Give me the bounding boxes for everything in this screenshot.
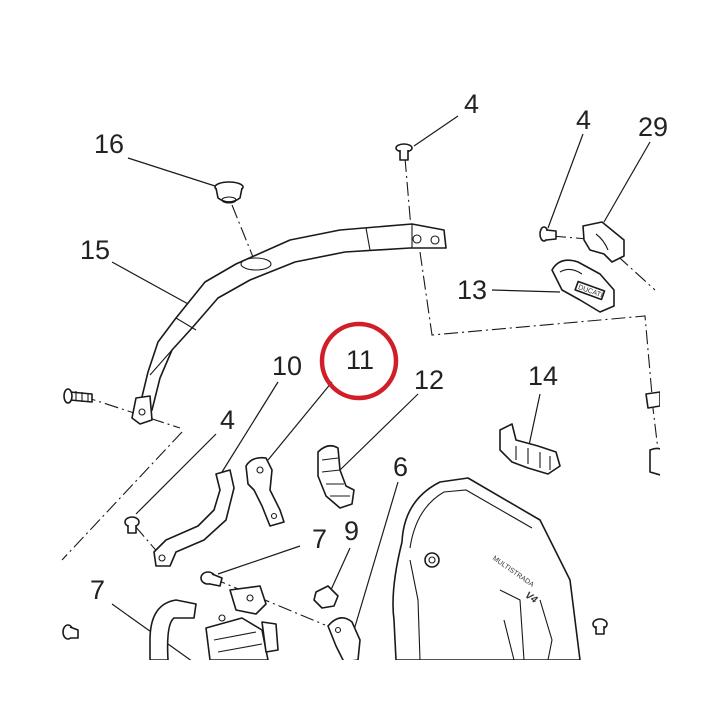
leader-11 xyxy=(267,381,333,461)
callout-7-mid: 7 xyxy=(312,524,327,554)
grab-handle-part-15 xyxy=(131,223,447,425)
assembly-line-handle xyxy=(419,251,653,396)
right-edge-part xyxy=(645,391,660,476)
bracket-part-11 xyxy=(245,456,285,527)
leader-13 xyxy=(491,289,561,293)
screw-part-4-top xyxy=(395,143,413,161)
callout-29: 29 xyxy=(638,112,668,142)
side-cover: MULTISTRADA V4 xyxy=(392,477,581,660)
leader-9 xyxy=(329,547,351,593)
assembly-line-bolt-4-top xyxy=(404,157,413,241)
leader-14 xyxy=(527,393,541,451)
leader-4-top xyxy=(413,115,459,147)
clip-part-29 xyxy=(582,221,625,263)
frame-assembly-lower-left xyxy=(149,585,279,660)
highlight-ring xyxy=(319,321,399,401)
assembly-line-right-edge xyxy=(651,399,659,451)
bolt-part-7-left xyxy=(62,624,79,640)
leader-4-mid xyxy=(135,433,217,515)
callout-4-mid: 4 xyxy=(220,405,235,435)
callout-16: 16 xyxy=(94,129,124,159)
callout-11: 11 xyxy=(346,345,374,375)
callout-4-right: 4 xyxy=(576,105,591,135)
leader-6 xyxy=(353,481,399,631)
assembly-line-grommet xyxy=(231,204,256,263)
rubber-pad-part-9 xyxy=(313,585,339,609)
end-cap-part-13: DUCATI xyxy=(551,259,615,313)
leader-10 xyxy=(221,381,279,473)
screw-left xyxy=(63,388,93,404)
rubber-mount-part-12 xyxy=(317,444,355,509)
callout-7-left: 7 xyxy=(90,575,105,605)
leader-7-mid xyxy=(217,545,301,575)
leader-29 xyxy=(603,141,651,223)
callout-15: 15 xyxy=(80,235,110,265)
assembly-line-bolt-7 xyxy=(211,577,326,626)
callout-10: 10 xyxy=(272,351,302,381)
leader-4-right xyxy=(547,133,584,229)
callout-9: 9 xyxy=(344,516,359,546)
callout-6: 6 xyxy=(393,452,408,482)
rubber-mount-part-14 xyxy=(499,423,561,475)
bolt-lower-right xyxy=(592,618,608,635)
callout-13: 13 xyxy=(457,275,487,305)
leader-16 xyxy=(127,157,216,187)
callout-4-top: 4 xyxy=(464,89,479,119)
assembly-line-bolt-left xyxy=(81,395,181,429)
leader-12 xyxy=(339,393,419,471)
grommet-part-16 xyxy=(214,181,244,204)
leader-15 xyxy=(111,261,191,306)
callout-12: 12 xyxy=(414,365,444,395)
bolt-part-7-mid xyxy=(200,571,223,587)
screw-part-4-mid xyxy=(124,516,140,534)
callout-14: 14 xyxy=(528,361,558,391)
bracket-part-10 xyxy=(153,469,235,567)
clamp-part-6 xyxy=(327,617,361,660)
screw-part-4-right xyxy=(539,226,557,242)
assembly-line-lower-left xyxy=(61,431,183,561)
